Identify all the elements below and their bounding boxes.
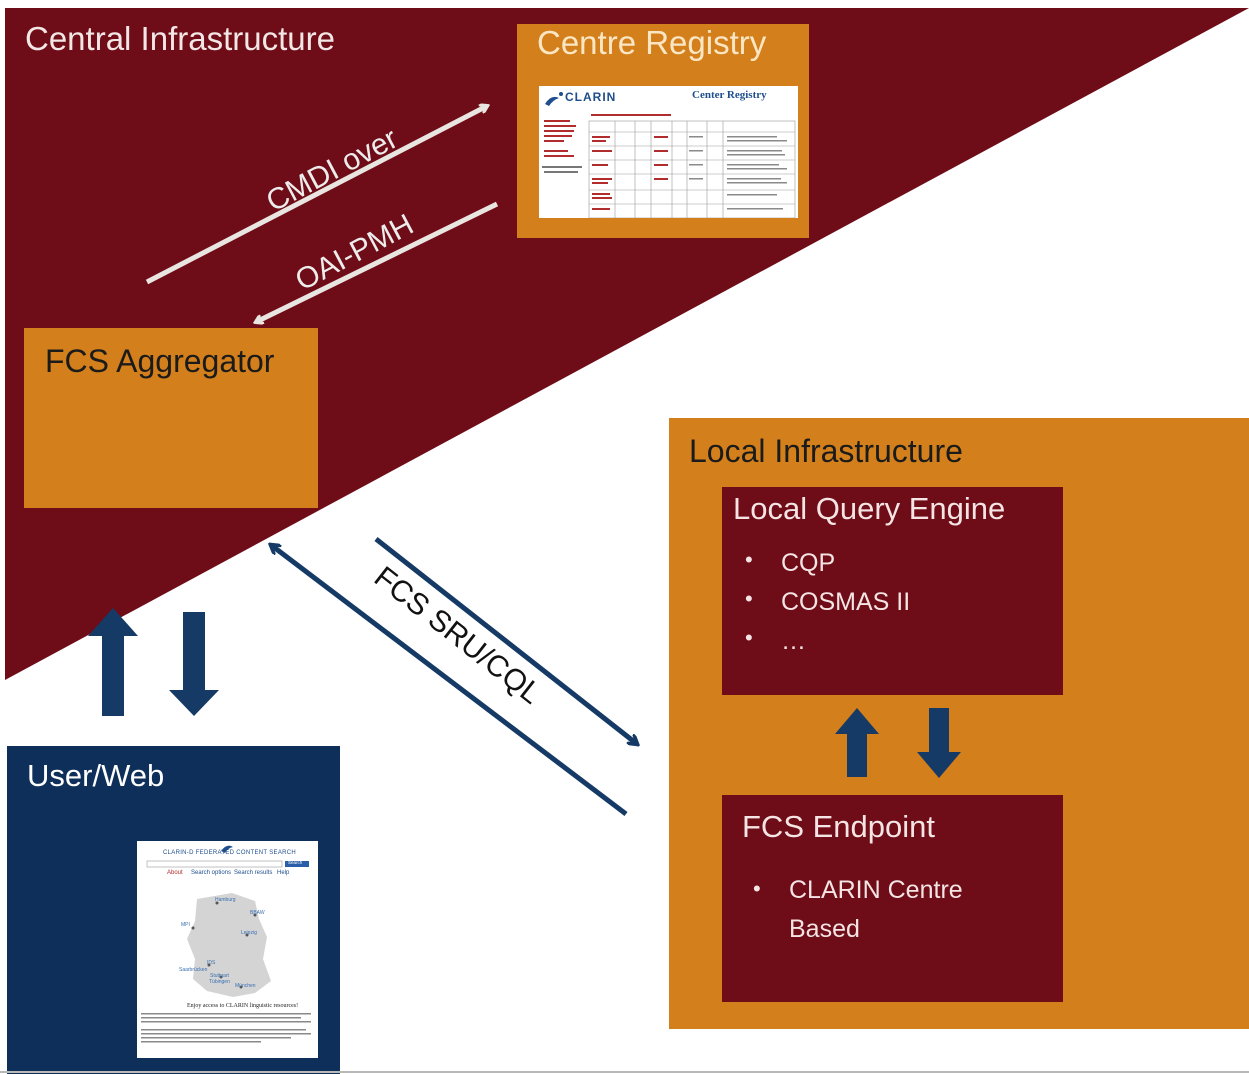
- registry-page-thumbnail: [539, 92, 796, 218]
- search-button-label[interactable]: Search: [288, 860, 303, 865]
- germany-map: [187, 893, 271, 997]
- nav-search-results[interactable]: Search results: [234, 870, 273, 876]
- city-label: Hamburg: [215, 897, 236, 903]
- search-button: [285, 861, 309, 867]
- city-label: Leipzig: [241, 930, 257, 936]
- clarin-logo-icon: [545, 96, 559, 106]
- endpoint-to-aggregator-arrow: [271, 545, 628, 816]
- nav-help[interactable]: Help: [277, 870, 290, 876]
- aggregator-to-endpoint-arrow: [374, 537, 637, 744]
- query-engine-list: CQP COSMAS II …: [733, 547, 910, 666]
- city-label: IDS: [207, 960, 216, 966]
- list-item: COSMAS II: [733, 586, 910, 627]
- city-label: Saarbrücken: [179, 967, 208, 973]
- down-arrow: [169, 612, 219, 716]
- list-item: …: [733, 625, 910, 666]
- local-infrastructure-title: Local Infrastructure: [689, 433, 963, 469]
- up-arrow: [835, 708, 879, 777]
- fcs-aggregator-box: [24, 328, 318, 508]
- user-web-title: User/Web: [27, 758, 165, 793]
- fcs-endpoint-title: FCS Endpoint: [742, 809, 935, 844]
- centre-registry-screenshot: CLARIN Center Registry: [539, 86, 798, 218]
- city-label: Stuttgart: [210, 973, 229, 979]
- city-label: MPI: [181, 922, 190, 928]
- city-label: BBAW: [250, 910, 265, 916]
- fcs-aggregator-title: FCS Aggregator: [45, 343, 275, 379]
- central-infrastructure-triangle: [5, 8, 1249, 680]
- central-infrastructure-title: Central Infrastructure: [25, 20, 335, 57]
- search-input: [146, 860, 283, 868]
- fcs-page-thumbnail: [141, 845, 311, 1043]
- registry-logo-text: CLARIN: [565, 90, 617, 104]
- down-arrow: [917, 708, 961, 778]
- endpoint-list: CLARIN Centre Based: [741, 869, 991, 949]
- fcs-heading: CLARIN-D FEDERATED CONTENT SEARCH: [163, 850, 297, 856]
- aggregator-to-registry-arrow: [256, 201, 499, 322]
- registry-heading: Center Registry: [692, 89, 767, 101]
- up-arrow: [88, 608, 138, 716]
- clarin-logo-icon: [221, 845, 233, 853]
- list-item: CQP: [733, 547, 910, 588]
- city-label: Tübingen: [209, 979, 230, 985]
- fcs-tagline: Enjoy access to CLARIN linguistic resour…: [187, 1003, 299, 1009]
- list-item: CLARIN Centre Based: [741, 869, 991, 949]
- local-query-engine-title: Local Query Engine: [733, 491, 1006, 526]
- fcs-search-screenshot: CLARIN-D FEDERATED CONTENT SEARCH Search…: [137, 841, 318, 1058]
- divider: [0, 1071, 1249, 1073]
- city-label: München: [235, 983, 256, 989]
- nav-about[interactable]: About: [167, 870, 183, 876]
- centre-registry-title: Centre Registry: [537, 24, 767, 61]
- nav-search-options[interactable]: Search options: [191, 870, 232, 876]
- registry-to-aggregator-arrow: [145, 106, 487, 285]
